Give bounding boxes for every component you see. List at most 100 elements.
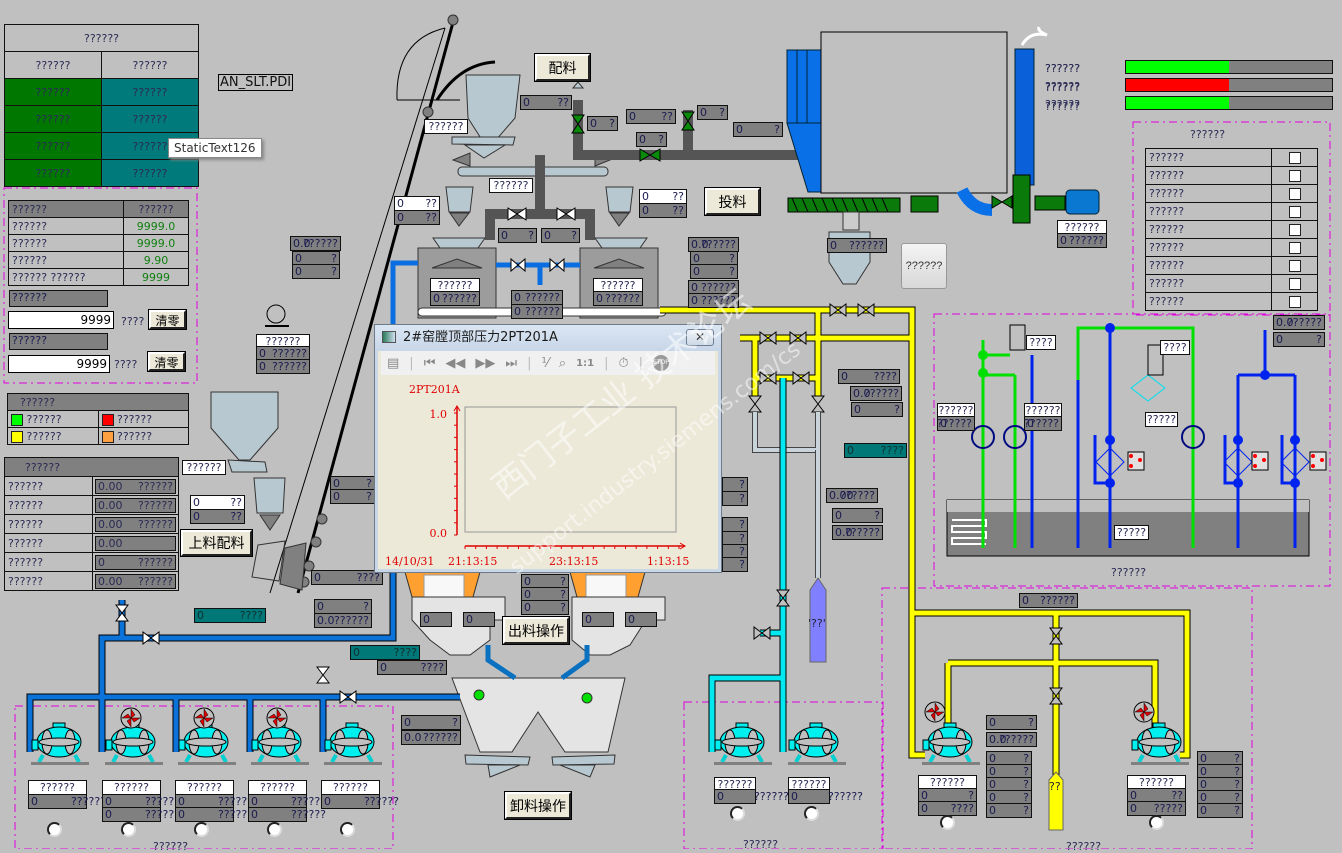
status-cell: ??????: [4, 105, 102, 133]
kiln-bottom-value: 0.0??????: [314, 613, 372, 628]
small-label: ??????: [182, 460, 226, 475]
counter-input[interactable]: [8, 311, 114, 329]
fan-side-value: 0?: [986, 777, 1032, 792]
teal-value: 0????: [844, 443, 907, 458]
level-bar-fill: [1126, 97, 1229, 109]
checkbox[interactable]: [1288, 152, 1301, 164]
pump-value-value: 0: [940, 417, 947, 430]
checklist-label: ??????: [1145, 292, 1272, 311]
batch-value-value: 0: [193, 510, 200, 523]
scroll-back-icon[interactable]: ◀◀: [445, 355, 466, 371]
stack-readout: ?: [722, 517, 748, 532]
kiln2-reading-value: 0: [693, 265, 700, 278]
trend-window-titlebar[interactable]: 2#窑膛顶部压力2PT201A ✕: [375, 325, 721, 351]
hopper-weight-value: 0: [523, 96, 530, 109]
gas-bottle-label: ??: [1049, 780, 1061, 793]
scroll-forward-icon[interactable]: ▶▶: [475, 355, 496, 371]
fan-side-value: 0?: [1197, 803, 1243, 818]
checklist-table: ????????????????????????????????????????…: [1145, 148, 1318, 311]
checklist-label: ??????: [1145, 184, 1272, 203]
kiln-bottom-value-unit: ?: [363, 600, 369, 613]
load-batch-button[interactable]: 上料配料: [180, 529, 253, 557]
fan-side-value: 0?: [986, 803, 1032, 818]
first-page-icon[interactable]: ⏮: [423, 355, 436, 371]
feeding-button[interactable]: 投料: [704, 187, 761, 216]
table-view-icon[interactable]: ▤: [387, 355, 400, 371]
counter-input[interactable]: [8, 355, 110, 373]
original-size-button[interactable]: 1:1: [576, 357, 595, 369]
discharge-operation-button[interactable]: 出料操作: [502, 616, 570, 645]
blower-icon: [324, 722, 382, 765]
valve-tag: ????: [1026, 335, 1056, 350]
yellow-readout-unit: ??????: [998, 733, 1034, 746]
ash-hopper-value-unit: ??????: [848, 239, 884, 252]
weigh-bin-value-value: 0: [397, 197, 404, 210]
yellow-readout-value: 0.0: [989, 733, 1007, 746]
close-button[interactable]: ✕: [686, 329, 714, 346]
reset-button[interactable]: 清零: [147, 351, 186, 372]
reading-value: 0.00??????: [95, 497, 176, 513]
center-readout: 0?: [521, 600, 569, 615]
counter-unit: ????: [121, 315, 145, 328]
valve-readout-value: 0: [590, 117, 597, 130]
kiln1-reading-value: 0.0: [293, 237, 311, 250]
status-led: [804, 806, 819, 821]
checklist-label: ??????: [1145, 202, 1272, 221]
legend-swatch: [11, 430, 23, 443]
valve-readout: 0?: [697, 105, 728, 120]
kiln1-value-value: 0: [433, 292, 440, 305]
zoom-icon[interactable]: ⌕: [558, 355, 567, 371]
unload-operation-button[interactable]: 卸料操作: [504, 791, 572, 820]
last-page-icon[interactable]: ⏭: [505, 355, 518, 371]
kiln2-reading: 0.0??????: [688, 237, 739, 252]
meter-value-value: 0: [501, 229, 508, 242]
motor-value: 0??????: [256, 359, 310, 374]
ash-hopper-value-value: 0: [830, 239, 837, 252]
checkbox[interactable]: [1288, 278, 1301, 290]
legend-table: ?????? ?????? ?????? ?????? ??????: [7, 393, 189, 445]
reading-label: ??????: [4, 476, 93, 496]
fan-label: ??????: [28, 780, 87, 795]
checkbox[interactable]: [1288, 242, 1301, 254]
reading-value: 0.00??????: [95, 516, 176, 532]
checkbox[interactable]: [1288, 224, 1301, 236]
axis-scale-icon[interactable]: ⅟: [541, 355, 549, 371]
valve-readout-value: 0: [700, 106, 707, 119]
tank-tag: ?????: [1114, 525, 1149, 540]
checkbox[interactable]: [1288, 260, 1301, 272]
checklist-row: ??????: [1145, 274, 1318, 293]
window-app-icon: [382, 331, 396, 343]
trend-window[interactable]: 2#窑膛顶部压力2PT201A ✕ ▤| ⏮ ◀◀ ▶▶ ⏭| ⅟ ⌕ 1:1|…: [374, 324, 722, 573]
checkbox[interactable]: [1288, 170, 1301, 182]
fan-label: ??????: [321, 780, 380, 795]
stack-readout: ?: [722, 491, 748, 506]
timer-icon[interactable]: ⏱: [618, 355, 629, 371]
hopper-weight: 0??: [520, 95, 572, 110]
checkbox[interactable]: [1288, 206, 1301, 218]
valve-readout: 0?: [636, 132, 667, 147]
pump-value: 0??????: [937, 416, 975, 431]
meter-value: 0?: [541, 228, 580, 243]
pump-value-value: 0: [1027, 417, 1034, 430]
blower-icon: [251, 722, 309, 765]
stop-icon[interactable]: STOP: [653, 355, 669, 371]
batching-button[interactable]: 配料: [534, 53, 591, 82]
fan-label: ??????: [248, 780, 307, 795]
yellow-readout: 0.0??????: [986, 732, 1037, 747]
checkbox[interactable]: [1288, 188, 1301, 200]
stack-readout: ?: [722, 477, 748, 492]
legend-label: ??????: [26, 429, 62, 443]
center-readout-unit: ?: [560, 601, 566, 614]
teal-value-unit: ????: [393, 646, 417, 659]
batch-value-value: 0: [193, 496, 200, 509]
checklist-label: ??????: [1145, 238, 1272, 257]
checkbox[interactable]: [1288, 296, 1301, 308]
outlet-value-value: 0: [423, 613, 430, 626]
gray-action-button[interactable]: ??????: [901, 243, 947, 289]
elevator-value: 0?: [330, 489, 375, 504]
gas-bottle-label: '??': [808, 617, 826, 630]
reset-button[interactable]: 清零: [148, 309, 187, 330]
group-frames: [3, 121, 1331, 849]
hopper-weight-unit: ??: [557, 96, 569, 109]
